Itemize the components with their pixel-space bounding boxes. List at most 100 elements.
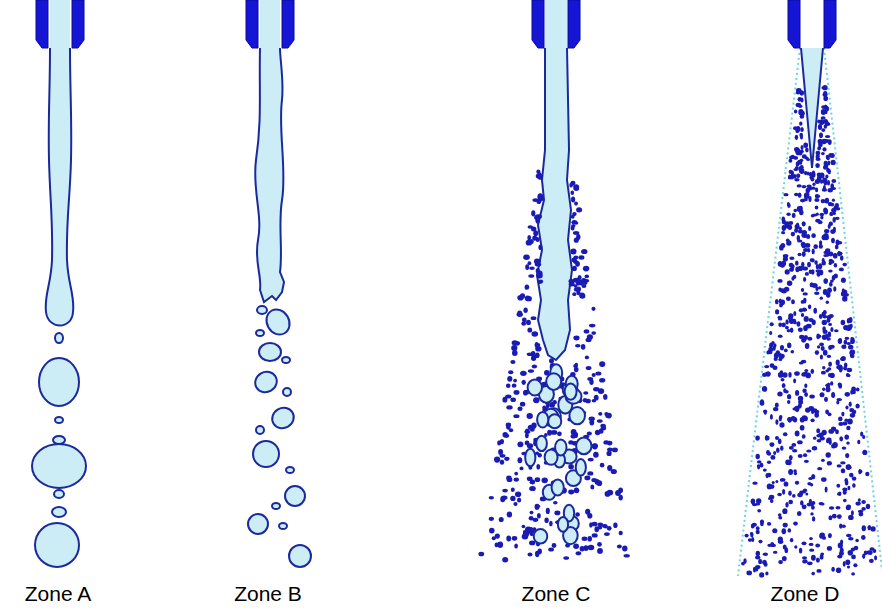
droplet — [788, 175, 792, 180]
droplet — [824, 229, 829, 233]
droplet — [816, 569, 821, 573]
droplet — [829, 314, 834, 318]
droplet — [535, 551, 539, 557]
droplet — [803, 233, 807, 238]
droplet — [847, 342, 851, 345]
droplet — [790, 328, 794, 333]
droplet — [542, 477, 548, 483]
droplet — [770, 455, 775, 460]
droplet — [851, 572, 855, 575]
droplet — [573, 231, 579, 235]
droplet — [840, 539, 843, 544]
droplet — [528, 553, 533, 557]
droplet — [525, 449, 535, 466]
droplet — [795, 481, 799, 485]
droplet — [800, 425, 805, 431]
droplet — [842, 263, 847, 267]
droplet — [853, 563, 857, 567]
droplet — [808, 318, 813, 322]
droplet — [517, 295, 523, 301]
droplet — [523, 308, 527, 313]
droplet — [794, 178, 799, 181]
droplet — [515, 492, 521, 498]
droplet — [825, 334, 829, 339]
droplet — [573, 256, 578, 260]
droplet — [783, 545, 787, 550]
droplet — [846, 464, 851, 470]
droplet — [831, 444, 836, 449]
droplet — [597, 548, 603, 554]
droplet — [751, 523, 755, 528]
droplet — [787, 460, 791, 466]
droplet — [507, 376, 512, 382]
droplet — [794, 110, 797, 114]
droplet — [844, 340, 848, 345]
droplet — [843, 366, 847, 370]
droplet — [802, 234, 807, 238]
droplet — [803, 453, 807, 457]
droplet — [852, 483, 855, 488]
droplet — [783, 388, 786, 393]
droplet — [808, 406, 814, 411]
droplet — [862, 525, 866, 531]
droplet — [805, 343, 810, 349]
droplet — [823, 185, 826, 191]
droplet — [534, 529, 548, 544]
droplet — [833, 217, 836, 223]
droplet — [584, 476, 590, 481]
droplet — [537, 513, 541, 518]
droplet — [768, 497, 771, 500]
droplet — [527, 443, 533, 448]
droplet — [816, 155, 820, 159]
droplet — [820, 392, 825, 397]
droplet — [819, 213, 824, 217]
droplet — [829, 212, 833, 216]
droplet — [789, 446, 794, 450]
droplet — [525, 285, 530, 290]
droplet — [752, 482, 757, 485]
droplet — [821, 477, 827, 482]
droplet — [812, 446, 817, 450]
droplet — [798, 166, 802, 171]
droplet — [783, 193, 788, 196]
droplet — [777, 392, 782, 397]
droplet — [766, 450, 770, 455]
droplet — [777, 493, 782, 496]
droplet — [857, 440, 860, 445]
droplet — [799, 206, 803, 212]
droplet — [591, 331, 596, 335]
droplet — [825, 175, 828, 179]
droplet — [509, 428, 513, 432]
droplet — [530, 481, 535, 485]
droplet — [780, 345, 784, 350]
droplet — [793, 321, 797, 324]
droplet — [522, 525, 526, 529]
droplet — [612, 448, 618, 453]
droplet — [787, 400, 790, 404]
droplet — [850, 337, 853, 341]
droplet — [776, 447, 780, 453]
droplet — [773, 407, 778, 411]
droplet — [792, 213, 796, 218]
droplet — [797, 440, 803, 444]
droplet — [808, 196, 811, 202]
droplet — [846, 441, 850, 444]
droplet — [531, 351, 536, 357]
droplet — [856, 387, 860, 391]
zone-label: Zone B — [234, 582, 302, 606]
droplet — [587, 432, 592, 436]
droplet — [767, 461, 771, 464]
droplet — [777, 279, 782, 283]
droplet — [871, 526, 876, 531]
droplet — [812, 183, 815, 186]
droplet — [848, 515, 854, 520]
droplet — [841, 412, 844, 417]
droplet — [796, 88, 801, 93]
droplet — [828, 373, 831, 377]
droplet — [797, 184, 802, 187]
droplet — [817, 439, 822, 443]
droplet — [803, 143, 808, 148]
droplet — [782, 221, 786, 224]
droplet — [782, 489, 785, 495]
